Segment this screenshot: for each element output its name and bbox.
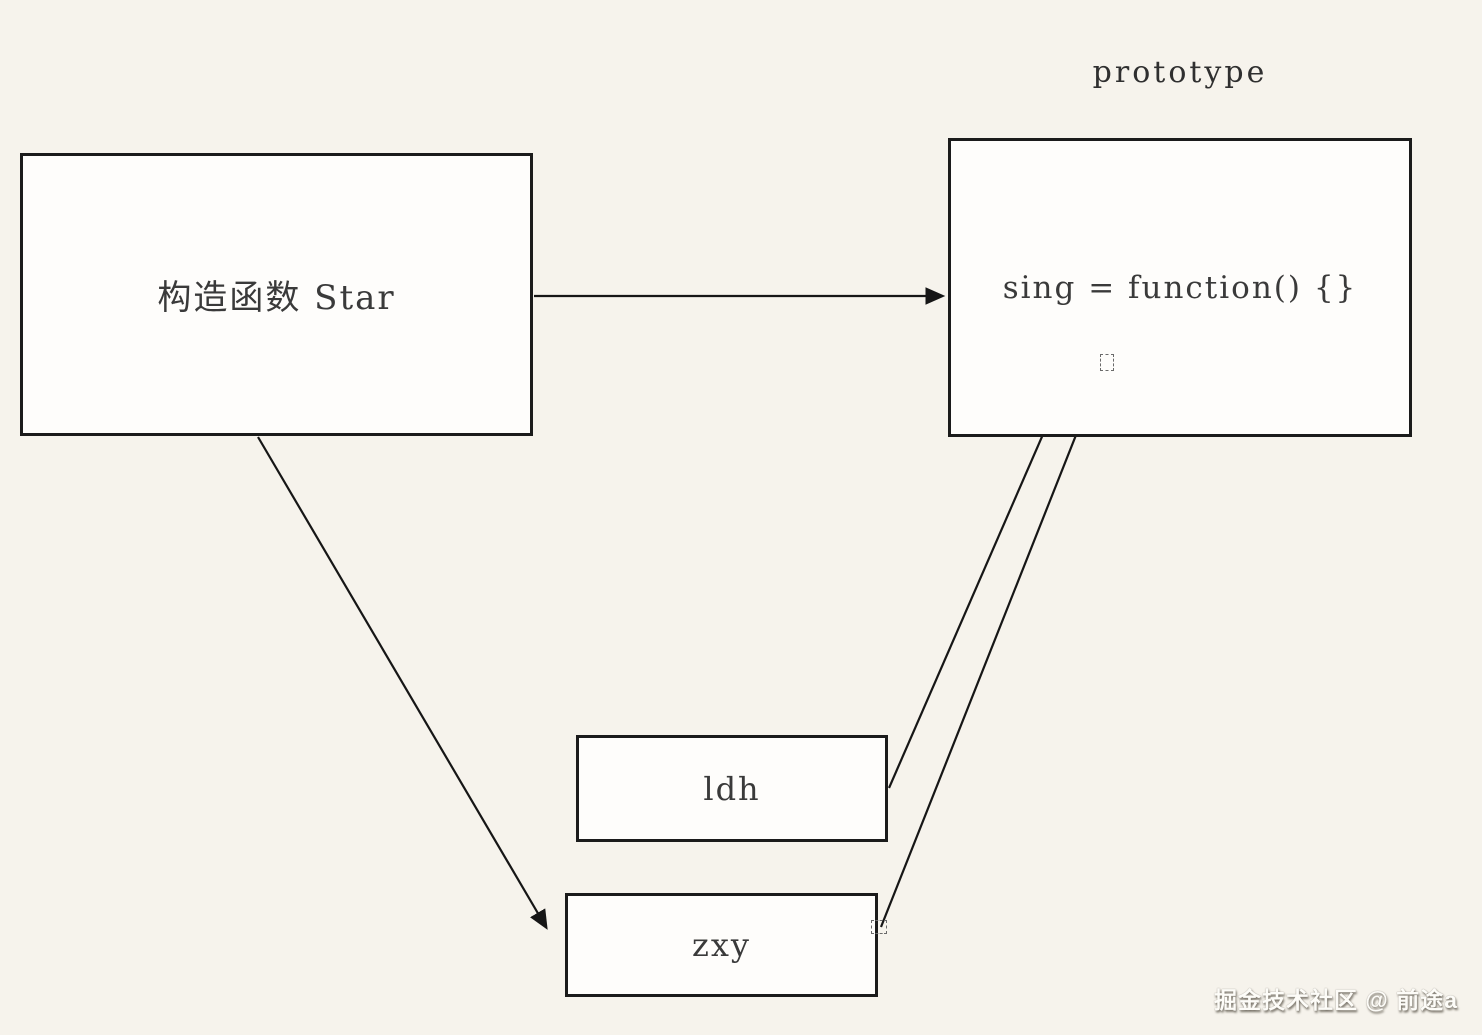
node-instance-zxy[interactable]: zxy <box>565 893 878 997</box>
node-constructor-star-label: 构造函数 Star <box>157 278 396 318</box>
node-prototype-label: sing = function() {} <box>1002 269 1358 306</box>
arrow-ldh-to-prototype <box>887 373 1070 789</box>
arrow-zxy-to-prototype <box>879 363 1106 928</box>
selection-cursor-artifact-zxy <box>871 920 887 934</box>
node-prototype[interactable]: sing = function() {} <box>948 138 1412 437</box>
node-instance-ldh[interactable]: ldh <box>576 735 888 842</box>
node-constructor-star[interactable]: 构造函数 Star <box>20 153 533 436</box>
node-instance-zxy-label: zxy <box>692 926 751 964</box>
selection-cursor-artifact-prototype <box>1100 354 1114 371</box>
arrow-star-to-zxy <box>257 436 548 930</box>
watermark: 掘金技术社区 @ 前途a <box>1214 987 1458 1013</box>
node-instance-ldh-label: ldh <box>703 769 761 808</box>
prototype-title-label: prototype <box>1092 55 1268 90</box>
